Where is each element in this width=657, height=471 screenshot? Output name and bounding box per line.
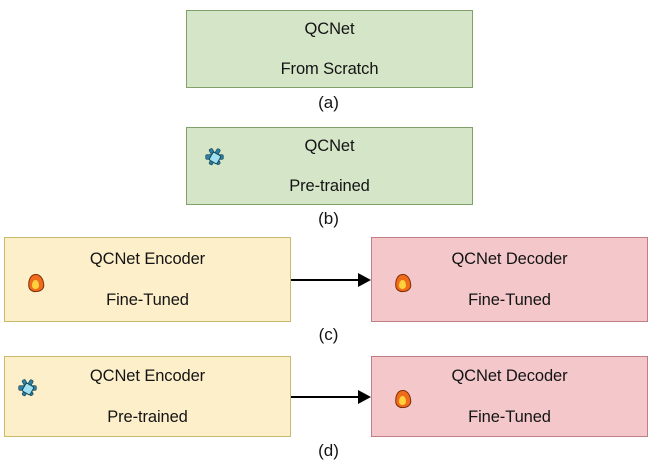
box-decoder-fine-tuned-d: QCNet Decoder Fine-Tuned <box>371 356 648 437</box>
arrow-head-c <box>358 273 371 287</box>
box-label-line2: Pre-trained <box>107 407 188 426</box>
box-encoder-fine-tuned-c: QCNet Encoder Fine-Tuned <box>4 237 291 322</box>
arrow-shaft-d <box>291 396 359 399</box>
box-label-line2: From Scratch <box>280 60 379 79</box>
box-label: QCNet From Scratch <box>281 0 379 99</box>
arrow-head-d <box>358 390 371 404</box>
box-label-line2: Fine-Tuned <box>468 407 551 426</box>
panel-caption-c: (c) <box>318 325 339 344</box>
box-label-line1: QCNet Encoder <box>89 250 206 269</box>
box-label: QCNet Encoder Pre-trained <box>90 346 205 447</box>
box-label: QCNet Decoder Fine-Tuned <box>451 346 567 447</box>
box-encoder-pretrained-d: QCNet Encoder Pre-trained <box>4 356 291 437</box>
box-label-line1: QCNet Decoder <box>451 367 568 386</box>
box-label: QCNet Decoder Fine-Tuned <box>451 229 567 330</box>
panel-caption-b: (b) <box>318 209 339 228</box>
box-label-line1: QCNet <box>304 19 355 38</box>
arrow-shaft-c <box>291 279 359 282</box>
box-label-line2: Fine-Tuned <box>106 290 189 309</box>
panel-caption-a: (a) <box>318 93 339 112</box>
box-label: QCNet Pre-trained <box>289 116 370 217</box>
box-label-line2: Pre-trained <box>289 177 370 196</box>
box-label-line2: Fine-Tuned <box>468 290 551 309</box>
box-qcnet-pretrained: QCNet Pre-trained <box>186 127 473 205</box>
box-label-line1: QCNet <box>304 136 355 155</box>
box-label-line1: QCNet Encoder <box>89 367 206 386</box>
box-label: QCNet Encoder Fine-Tuned <box>90 229 205 330</box>
panel-caption-d: (d) <box>318 441 339 460</box>
box-decoder-fine-tuned-c: QCNet Decoder Fine-Tuned <box>371 237 648 322</box>
box-qcnet-from-scratch: QCNet From Scratch <box>186 10 473 88</box>
box-label-line1: QCNet Decoder <box>451 250 568 269</box>
